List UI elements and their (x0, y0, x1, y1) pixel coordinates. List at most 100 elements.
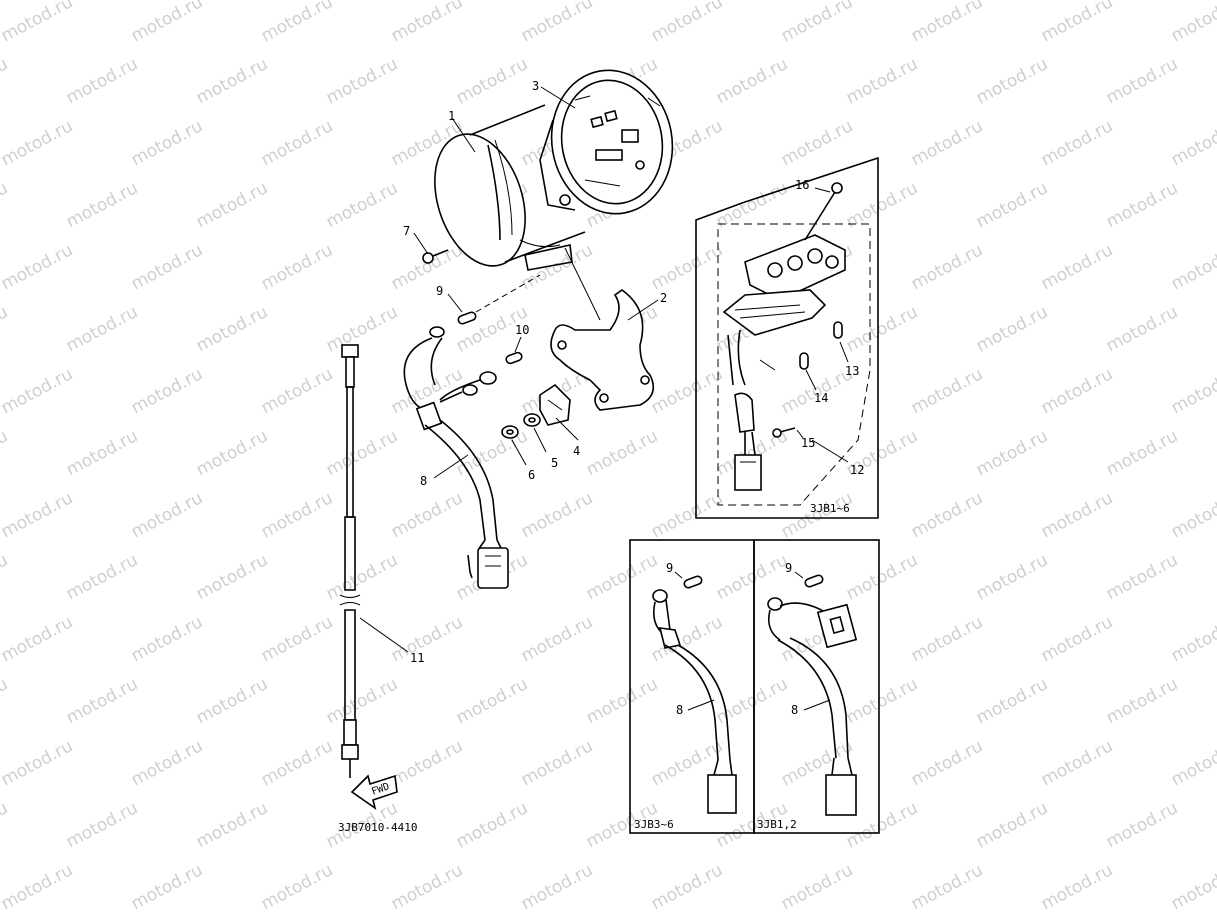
watermark-text: motod.ru (1168, 116, 1217, 170)
watermark-text: motod.ru (193, 550, 271, 604)
watermark-text: motod.ru (128, 240, 206, 294)
watermark-text: motod.ru (713, 550, 791, 604)
callout-1: 1 (448, 109, 455, 123)
watermark-text: motod.ru (518, 0, 596, 46)
watermark-text: motod.ru (0, 550, 11, 604)
callout-10: 10 (515, 323, 529, 337)
watermark-text: motod.ru (1168, 736, 1217, 790)
watermark-text: motod.ru (518, 488, 596, 542)
callout-11: 11 (410, 651, 424, 665)
watermark-text: motod.ru (128, 612, 206, 666)
diagram-code: 3JB7010-4410 (338, 821, 417, 834)
watermark-text: motod.ru (258, 240, 336, 294)
screw-7 (422, 249, 449, 264)
watermark-text: motod.ru (1038, 116, 1116, 170)
watermark-text: motod.ru (1038, 0, 1116, 46)
watermark-text: motod.ru (0, 488, 76, 542)
watermark-text: motod.ru (973, 550, 1051, 604)
watermark-text: motod.ru (1038, 736, 1116, 790)
watermark-text: motod.ru (1103, 302, 1181, 356)
watermark-text: motod.ru (0, 54, 11, 108)
callout-16: 16 (795, 178, 809, 192)
inset-harness-3jb1-2: 9 8 3JB1,2 (753, 539, 880, 834)
watermark-text: motod.ru (388, 488, 466, 542)
meter-bracket (550, 289, 655, 411)
watermark-text: motod.ru (0, 178, 11, 232)
inset-bl-model: 3JB3~6 (634, 818, 674, 831)
watermark-text: motod.ru (0, 364, 76, 418)
watermark-text: motod.ru (1168, 612, 1217, 666)
watermark-text: motod.ru (1038, 612, 1116, 666)
watermark-text: motod.ru (128, 0, 206, 46)
watermark-text: motod.ru (0, 0, 76, 46)
watermark-text: motod.ru (323, 54, 401, 108)
watermark-text: motod.ru (193, 178, 271, 232)
watermark-text: motod.ru (0, 612, 76, 666)
callout-7: 7 (403, 224, 410, 238)
watermark-text: motod.ru (843, 302, 921, 356)
nut-6 (501, 425, 519, 439)
callout-9: 9 (436, 284, 443, 298)
watermark-text: motod.ru (908, 612, 986, 666)
watermark-text: motod.ru (0, 860, 76, 913)
watermark-text: motod.ru (648, 860, 726, 913)
watermark-text: motod.ru (453, 674, 531, 728)
watermark-text: motod.ru (648, 0, 726, 46)
watermark-text: motod.ru (0, 302, 11, 356)
watermark-text: motod.ru (908, 0, 986, 46)
watermark-text: motod.ru (388, 736, 466, 790)
watermark-text: motod.ru (1038, 860, 1116, 913)
watermark-text: motod.ru (63, 178, 141, 232)
callout-6: 6 (528, 468, 535, 482)
watermark-text: motod.ru (388, 0, 466, 46)
watermark-text: motod.ru (518, 736, 596, 790)
watermark-text: motod.ru (1168, 860, 1217, 913)
watermark-text: motod.ru (323, 178, 401, 232)
watermark-text: motod.ru (193, 54, 271, 108)
inset-bl-callout-8: 8 (676, 703, 683, 717)
watermark-text: motod.ru (1103, 178, 1181, 232)
watermark-text: motod.ru (323, 302, 401, 356)
watermark-text: motod.ru (1038, 488, 1116, 542)
watermark-text: motod.ru (0, 736, 76, 790)
callout-12: 12 (850, 463, 864, 477)
watermark-text: motod.ru (778, 860, 856, 913)
watermark-text: motod.ru (1038, 240, 1116, 294)
watermark-text: motod.ru (0, 116, 76, 170)
watermark-text: motod.ru (1103, 674, 1181, 728)
forward-arrow-icon: FWD (350, 774, 398, 810)
watermark-text: motod.ru (1103, 426, 1181, 480)
watermark-text: motod.ru (908, 364, 986, 418)
watermark-text: motod.ru (908, 488, 986, 542)
watermark-text: motod.ru (778, 488, 856, 542)
watermark-text: motod.ru (128, 116, 206, 170)
callout-2: 2 (660, 291, 667, 305)
watermark-text: motod.ru (973, 178, 1051, 232)
inset-br-model: 3JB1,2 (757, 818, 797, 831)
watermark-text: motod.ru (258, 612, 336, 666)
watermark-text: motod.ru (778, 0, 856, 46)
watermark-text: motod.ru (128, 488, 206, 542)
watermark-text: motod.ru (258, 860, 336, 913)
watermark-text: motod.ru (258, 0, 336, 46)
watermark-text: motod.ru (453, 54, 531, 108)
meter-housing (434, 104, 586, 271)
watermark-text: motod.ru (258, 736, 336, 790)
watermark-text: motod.ru (1168, 0, 1217, 46)
inset-br-callout-8: 8 (791, 703, 798, 717)
callout-15: 15 (801, 436, 815, 450)
watermark-text: motod.ru (583, 426, 661, 480)
watermark-text: motod.ru (583, 674, 661, 728)
watermark-text: motod.ru (518, 612, 596, 666)
watermark-text: motod.ru (128, 736, 206, 790)
watermark-text: motod.ru (388, 240, 466, 294)
watermark-text: motod.ru (193, 302, 271, 356)
watermark-text: motod.ru (388, 612, 466, 666)
watermark-text: motod.ru (1103, 550, 1181, 604)
watermark-text: motod.ru (973, 798, 1051, 852)
watermark-text: motod.ru (1168, 364, 1217, 418)
watermark-text: motod.ru (843, 550, 921, 604)
callout-4: 4 (573, 444, 580, 458)
watermark-text: motod.ru (648, 612, 726, 666)
callout-5: 5 (551, 456, 558, 470)
